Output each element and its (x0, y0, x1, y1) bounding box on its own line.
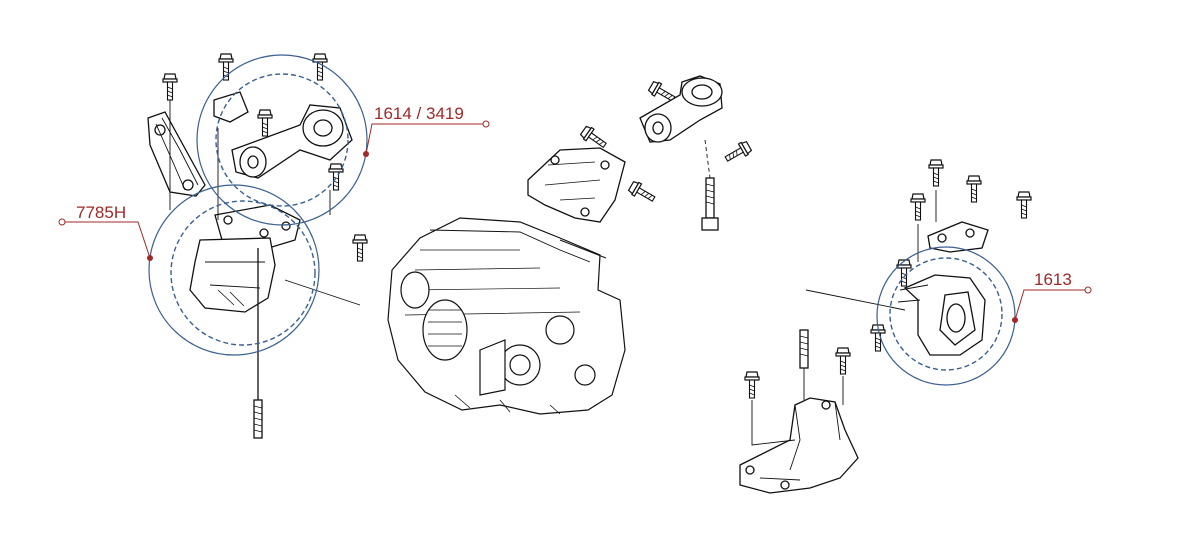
right-side-mount-group (739, 159, 1032, 494)
callout-circle-right-side (876, 246, 1016, 386)
front-left-mount-group (147, 53, 368, 439)
callout-1613[interactable]: 1613 (1012, 270, 1092, 323)
callout-label-1614-3419: 1614 / 3419 (374, 104, 464, 123)
rear-torque-rod-group (527, 75, 754, 231)
callout-1614-3419[interactable]: 1614 / 3419 (363, 104, 490, 157)
callout-circle-rear-torque (196, 54, 368, 226)
callout-label-1613: 1613 (1034, 270, 1072, 289)
callout-label-7785h: 7785H (76, 203, 126, 222)
callout-7785h[interactable]: 7785H (58, 203, 153, 261)
callout-circle-front-left (148, 184, 320, 356)
engine-assembly (387, 217, 626, 415)
